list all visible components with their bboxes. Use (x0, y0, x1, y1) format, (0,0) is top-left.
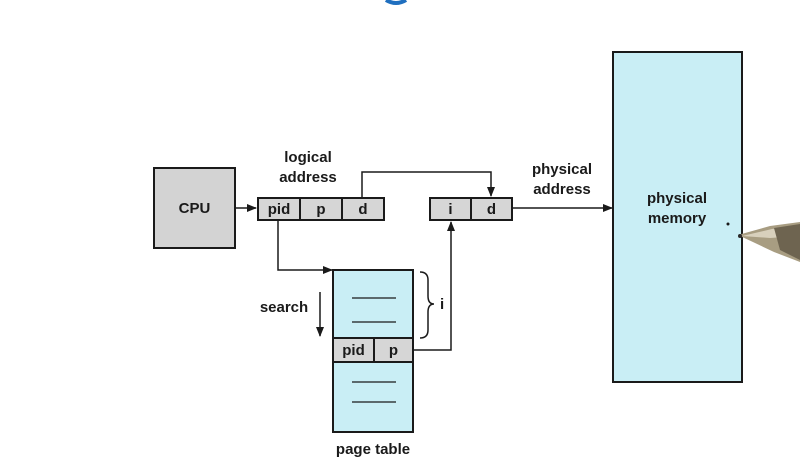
index-brace-label: i (440, 296, 444, 313)
physical-memory-label-2: memory (648, 210, 707, 227)
logical-address-label-1: logical (284, 149, 332, 166)
logical-field-d (341, 197, 385, 221)
page-table-entry-p-text: p (389, 342, 398, 359)
logical-field-p-text: p (316, 201, 325, 218)
page-table: pid p (332, 269, 414, 433)
physical-field-i-text: i (448, 201, 452, 218)
physical-memory-rect (612, 51, 743, 383)
memory-dot (726, 222, 730, 226)
index-brace (419, 271, 435, 339)
page-table-bottom-block (332, 361, 414, 433)
physical-memory-box: physical memory (612, 51, 743, 383)
cpu-rect (153, 167, 236, 249)
logical-address-register: pid p d (257, 197, 385, 221)
title-fragment (384, 0, 408, 5)
logical-field-pid-text: pid (268, 201, 291, 218)
page-table-entry-pid (332, 337, 375, 363)
logical-field-d-text: d (358, 201, 367, 218)
page-table-entry-pid-text: pid (342, 342, 365, 359)
physical-address-register: i d (429, 197, 513, 221)
logical-address-label-2: address (279, 169, 337, 186)
page-table-top-block (332, 269, 414, 339)
physical-memory-label-1: physical (647, 190, 707, 207)
entry-to-frame-arrow (413, 221, 455, 351)
cpu-label: CPU (179, 200, 211, 217)
pid-to-page-table-arrow (277, 220, 333, 274)
pen-tip-icon (738, 222, 800, 262)
page-table-label: page table (336, 441, 410, 458)
cpu-box: CPU (153, 167, 236, 249)
offset-d-arrow (361, 171, 495, 198)
physical-address-label-1: physical (532, 161, 592, 178)
search-label: search (260, 299, 308, 316)
physical-field-d (470, 197, 513, 221)
physical-address-label-2: address (533, 181, 591, 198)
physical-field-d-text: d (487, 201, 496, 218)
